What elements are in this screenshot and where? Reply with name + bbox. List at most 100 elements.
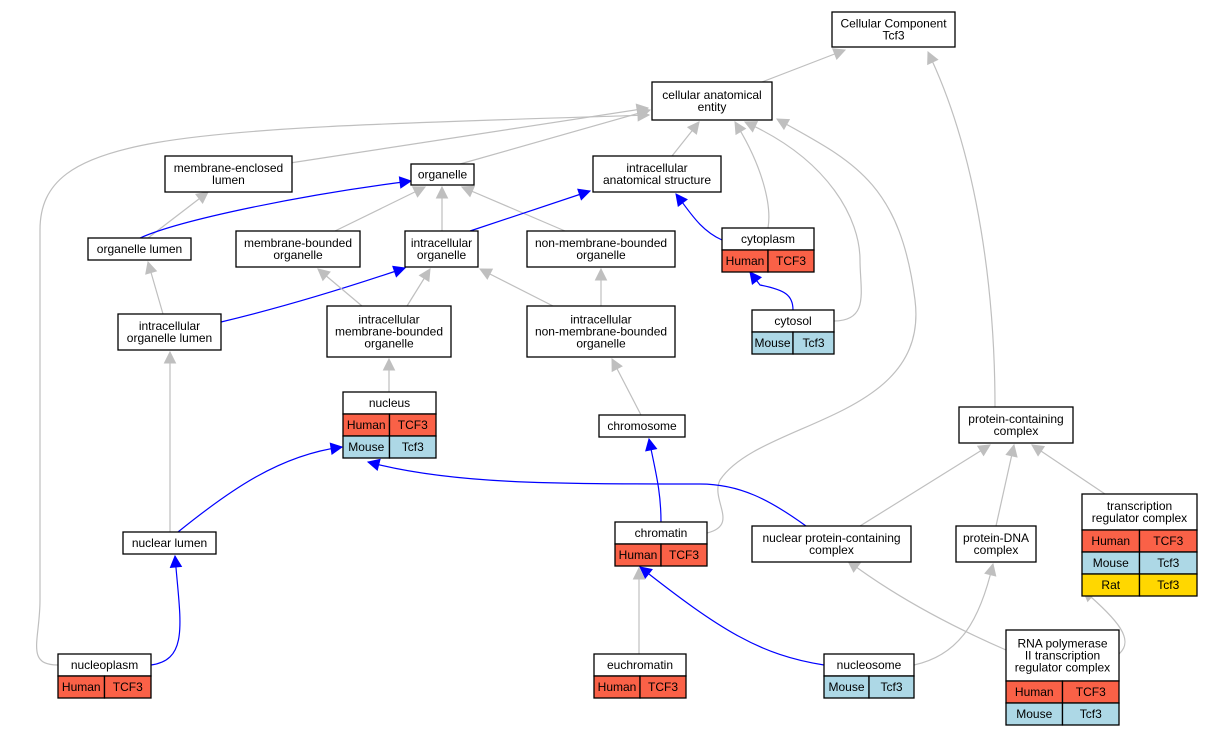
species-label: Human: [726, 254, 765, 268]
node-nuclear_lumen[interactable]: nuclear lumen: [122, 531, 217, 555]
gene-label: Tcf3: [402, 440, 424, 454]
node-box: [326, 305, 452, 358]
arrowhead: [329, 442, 344, 455]
node-box: [526, 230, 676, 268]
arrowhead: [749, 271, 763, 285]
node-label: chromatin: [635, 526, 688, 540]
node-box: [410, 163, 475, 186]
node-box: [598, 414, 686, 438]
node-label: intracellular: [626, 161, 687, 175]
edge-trc-to-pcc: [1031, 444, 1106, 495]
node-label: protein-containing: [968, 412, 1063, 426]
arrowhead: [577, 188, 592, 201]
node-label: entity: [698, 100, 727, 114]
node-label: regulator complex: [1092, 511, 1187, 525]
gene-label: Tcf3: [880, 680, 902, 694]
node-label: II transcription: [1025, 649, 1100, 663]
edge-chromosome-to-inmbo: [611, 358, 642, 416]
node-label: Tcf3: [882, 29, 904, 43]
node-label: non-membrane-bounded: [535, 236, 667, 250]
node-label: organelle: [417, 248, 467, 262]
edge-nucleosome-to-chromatin: [639, 566, 825, 666]
node-label: complex: [994, 424, 1039, 438]
node-label: protein-DNA: [963, 531, 1029, 545]
edge-nucleoplasm-to-cae: [36, 109, 651, 666]
arrowhead: [145, 260, 158, 275]
edge-io-to-organelle: [435, 185, 449, 231]
arrowhead: [734, 121, 747, 136]
arrowhead: [411, 186, 427, 198]
node-inmbo[interactable]: intracellularnon-membrane-boundedorganel…: [526, 305, 676, 358]
node-label: organelle lumen: [97, 242, 182, 256]
gene-label: Tcf3: [1157, 578, 1179, 592]
node-label: organelle: [273, 248, 323, 262]
node-box: [235, 230, 361, 268]
species-label: Mouse: [754, 336, 790, 350]
edge-nucleosome-to-pdna: [913, 562, 997, 666]
node-box: [958, 406, 1074, 444]
node-box: [651, 81, 773, 121]
edge-pcc-to-cc_root: [927, 50, 996, 408]
node-label: euchromatin: [607, 658, 673, 672]
arrowhead: [594, 267, 608, 281]
arrowhead: [632, 566, 646, 580]
edge-cytoplasm-to-ias: [675, 193, 723, 241]
edge-chromatin-to-chromosome: [645, 437, 662, 523]
arrowhead: [611, 358, 623, 373]
edge-pdna-to-pcc: [995, 443, 1018, 527]
node-org_lumen[interactable]: organelle lumen: [87, 237, 192, 261]
edge-iol-to-org_lumen: [145, 260, 164, 315]
gene-cell: [868, 675, 915, 699]
species-label: Human: [62, 680, 101, 694]
edge-nuclear_lumen-to-nucleus: [177, 442, 344, 533]
node-label: complex: [809, 543, 854, 557]
edge-cytosol-to-cytoplasm: [749, 271, 794, 311]
species-label: Human: [1091, 534, 1130, 548]
node-organelle[interactable]: organelle: [410, 163, 475, 186]
node-label: nuclear protein-containing: [762, 531, 900, 545]
node-label: transcription: [1107, 499, 1172, 513]
node-box: [831, 11, 956, 48]
node-label: organelle: [418, 168, 468, 182]
node-box: [122, 531, 217, 555]
arrowhead: [479, 268, 494, 280]
species-label: Human: [347, 418, 386, 432]
edge-ias-to-cae: [671, 121, 700, 157]
node-label: chromosome: [607, 419, 677, 433]
arrowhead: [398, 176, 413, 189]
edge-chromatin-to-cae: [706, 118, 917, 534]
node-chromosome[interactable]: chromosome: [598, 414, 686, 438]
species-label: Human: [619, 548, 658, 562]
gene-cell: [103, 675, 152, 699]
edge-euchromatin-to-chromatin: [632, 566, 646, 654]
node-box: [117, 313, 222, 351]
arrowhead: [392, 265, 407, 278]
edge-cytoplasm-to-cae: [734, 121, 770, 229]
node-label: intracellular: [358, 313, 419, 327]
node-label: non-membrane-bounded: [535, 325, 667, 339]
edge-cae-to-cc_root: [761, 48, 847, 83]
node-label: RNA polymerase: [1017, 637, 1107, 651]
